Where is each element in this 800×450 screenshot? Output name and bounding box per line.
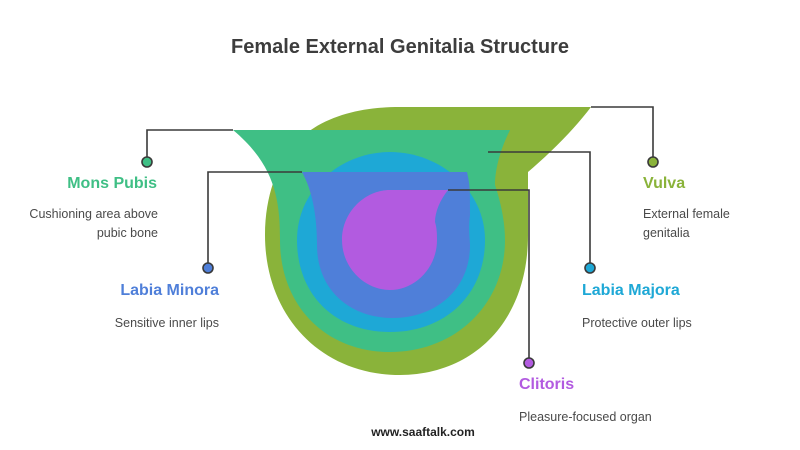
clitoris-connector bbox=[448, 189, 530, 363]
labia-majora-desc: Protective outer lips bbox=[582, 316, 692, 330]
labia-majora-dot bbox=[584, 262, 596, 274]
vulva-label: Vulva bbox=[643, 175, 686, 192]
vulva-connector bbox=[591, 106, 654, 162]
labia-majora-connector bbox=[488, 151, 591, 268]
mons-pubis-dot bbox=[141, 156, 153, 168]
labia-minora-connector bbox=[207, 171, 302, 268]
labia-majora-label: Labia Majora bbox=[582, 282, 680, 299]
clitoris-label: Clitoris bbox=[519, 376, 575, 393]
mons-pubis-desc: Cushioning area above pubic bone bbox=[29, 207, 158, 240]
clitoris-desc: Pleasure-focused organ bbox=[519, 410, 652, 424]
mons-pubis-connector bbox=[146, 129, 233, 162]
diagram-title: Female External Genitalia Structure bbox=[231, 36, 569, 58]
vulva-desc: External female genitalia bbox=[643, 207, 730, 240]
clitoris-dot bbox=[523, 357, 535, 369]
vulva-dot bbox=[647, 156, 659, 168]
mons-pubis-label: Mons Pubis bbox=[67, 175, 157, 192]
clitoris-shape bbox=[342, 190, 448, 290]
connector-lines bbox=[146, 106, 654, 363]
labia-minora-label: Labia Minora bbox=[120, 282, 219, 299]
labia-minora-desc: Sensitive inner lips bbox=[114, 316, 219, 330]
site-watermark: www.saaftalk.com bbox=[371, 425, 475, 439]
labia-minora-dot bbox=[202, 262, 214, 274]
